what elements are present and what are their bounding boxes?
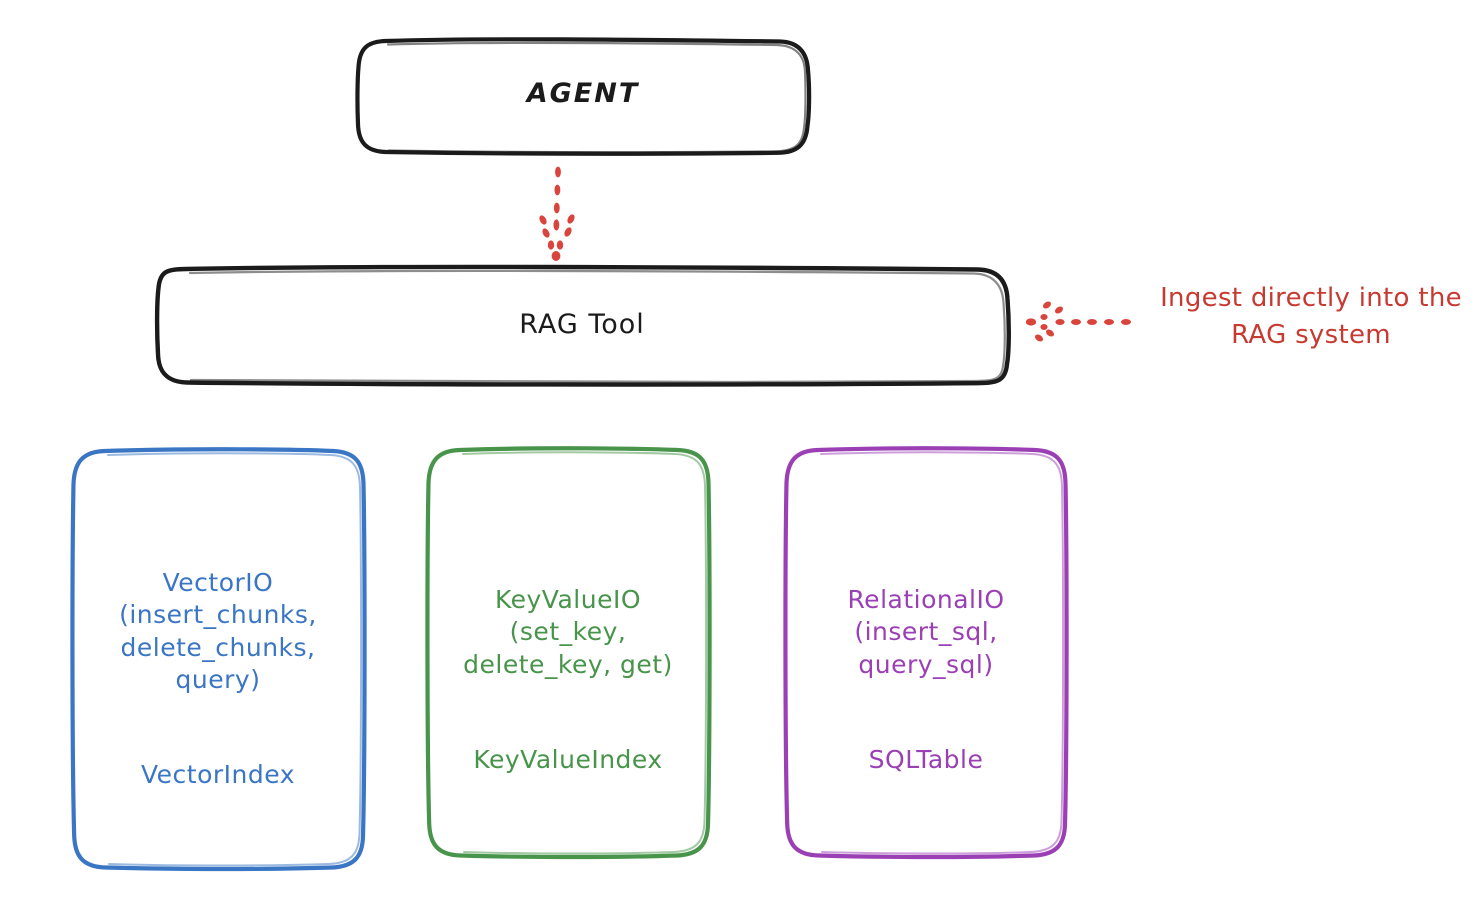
agent-box-outline: [355, 37, 812, 156]
ingest-annotation-text: Ingest directly into the RAG system: [1160, 283, 1462, 350]
node-key-value-io[interactable]: [425, 446, 712, 860]
ingest-arrow: [1025, 301, 1131, 342]
node-rag-tool[interactable]: [154, 264, 1011, 387]
rag-tool-box-outline: [154, 264, 1011, 387]
node-vector-io[interactable]: [70, 447, 367, 872]
vector-io-box-outline: [70, 447, 367, 872]
relational-io-box-sketch-overlay: [820, 451, 1065, 855]
node-relational-io[interactable]: [783, 446, 1069, 860]
key-value-io-box-outline: [425, 446, 712, 860]
key-value-io-box-sketch-overlay: [462, 451, 708, 855]
agent-to-rag-tool-arrow: [539, 166, 575, 261]
vector-io-box-sketch-overlay: [107, 452, 363, 867]
node-agent[interactable]: [355, 37, 812, 156]
relational-io-box-outline: [783, 446, 1069, 860]
agent-box-sketch-overlay: [386, 41, 807, 154]
rag-tool-box-sketch-overlay: [188, 269, 1006, 384]
